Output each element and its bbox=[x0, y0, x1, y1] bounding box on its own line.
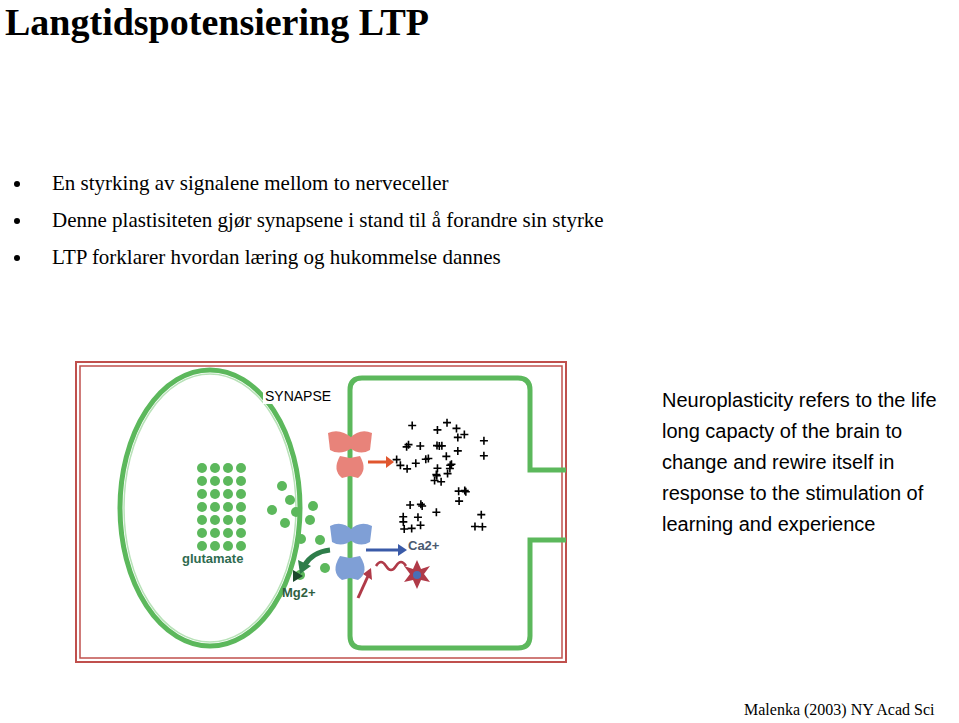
bullet-dot bbox=[14, 255, 20, 261]
text-holder: Ca2+ bbox=[408, 538, 439, 553]
presynaptic-terminal: glutamate bbox=[120, 370, 300, 645]
text-holder: glutamate bbox=[182, 551, 243, 566]
slide-title: Langtidspotensiering LTP bbox=[5, 0, 429, 44]
text-holder: Malenka (2003) NY Acad Sci bbox=[744, 701, 934, 719]
text-holder: Denne plastisiteten gjør synapsene i sta… bbox=[52, 208, 604, 233]
text-holder: SYNAPSE bbox=[263, 388, 333, 404]
postsynaptic-membrane bbox=[350, 378, 566, 648]
positive-ions bbox=[393, 419, 488, 533]
presynaptic-inner bbox=[124, 374, 296, 642]
explanation-text: Neuroplasticity refers to the life long … bbox=[662, 385, 956, 540]
bullet-text: Denne plastisiteten gjør synapsene i sta… bbox=[52, 208, 604, 233]
node-text: SYNAPSE bbox=[263, 388, 333, 404]
text-holder: En styrking av signalene mellom to nerve… bbox=[52, 171, 449, 196]
text-holder: LTP forklarer hvordan læring og hukommel… bbox=[52, 245, 501, 270]
ampa-receptor bbox=[328, 431, 394, 478]
postsynaptic-cell: Ca2+ bbox=[350, 378, 530, 650]
bullet-dot bbox=[14, 218, 20, 224]
presynaptic-terminal bbox=[120, 370, 300, 646]
text-holder: Langtidspotensiering LTP bbox=[5, 0, 429, 44]
synapse-frame: SYNAPSE glutamate Ca2+ bbox=[76, 362, 566, 662]
citation: Malenka (2003) NY Acad Sci bbox=[744, 701, 934, 719]
bullet-text: LTP forklarer hvordan læring og hukommel… bbox=[52, 245, 501, 270]
bullet-text: En styrking av signalene mellom to nerve… bbox=[52, 171, 449, 196]
frame-inner bbox=[80, 366, 562, 658]
text-holder: Neuroplasticity refers to the life long … bbox=[662, 385, 956, 540]
text-holder: Mg2+ bbox=[282, 585, 316, 600]
node-text: glutamate bbox=[182, 551, 243, 566]
ion-label: Mg2+ bbox=[282, 585, 316, 600]
node-text: Ca2+ bbox=[408, 538, 439, 553]
bullet-dot bbox=[14, 181, 20, 187]
frame bbox=[76, 362, 566, 662]
